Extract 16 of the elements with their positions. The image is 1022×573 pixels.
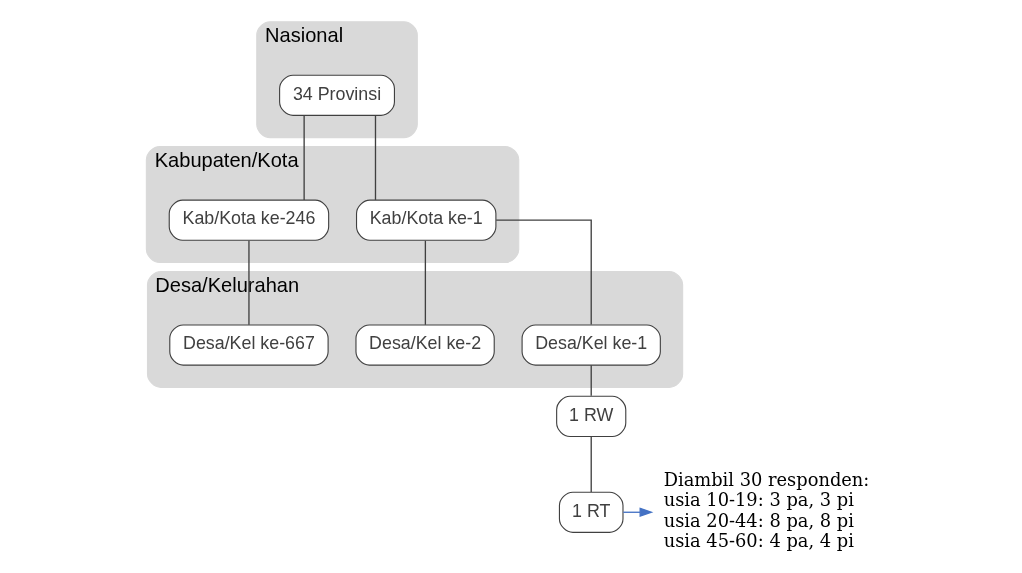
node-box: 1 RT <box>558 491 624 533</box>
connector <box>590 436 592 493</box>
node-box: Desa/Kel ke-1 <box>521 324 661 366</box>
node-box: Desa/Kel ke-667 <box>168 324 329 366</box>
connector <box>302 115 305 201</box>
node-box: 34 Provinsi <box>278 74 395 116</box>
node-box: Kab/Kota ke-246 <box>168 199 329 241</box>
connector <box>495 219 592 326</box>
connector <box>247 240 250 326</box>
node-box: Kab/Kota ke-1 <box>355 199 496 241</box>
connector <box>374 115 376 201</box>
connector <box>424 240 426 326</box>
node-text: Diambil 30 responden: usia 10-19: 3 pa, 3 pi usia 20-44: 8 pa, 8 pi usia 45-60: 4 pa, 4 pi <box>663 469 869 551</box>
node-box: Desa/Kel ke-2 <box>354 324 495 366</box>
connector <box>590 364 592 397</box>
node-box: 1 RW <box>555 395 626 437</box>
